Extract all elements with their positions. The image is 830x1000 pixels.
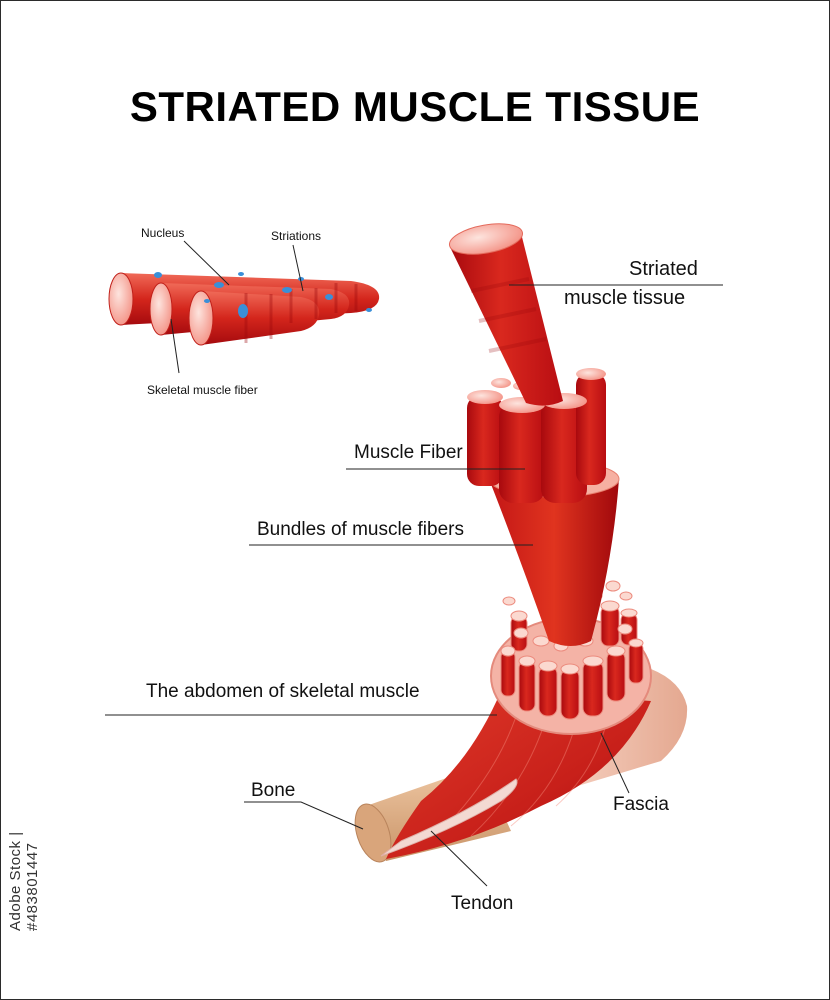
label-striated-line1: Striated bbox=[629, 258, 698, 280]
fascia-leader bbox=[600, 732, 630, 794]
striations-leader bbox=[292, 244, 304, 292]
label-nucleus: Nucleus bbox=[141, 226, 185, 240]
nuclei bbox=[154, 272, 372, 318]
fiber-middle-end bbox=[149, 282, 173, 336]
label-skeletal-fiber: Skeletal muscle fiber bbox=[147, 383, 258, 397]
fiber-col-2 bbox=[499, 403, 545, 503]
fiber-col-1 bbox=[467, 396, 503, 486]
label-striations: Striations bbox=[271, 229, 322, 243]
label-abdomen: The abdomen of skeletal muscle bbox=[146, 681, 420, 702]
skeletal-fiber-illustration bbox=[108, 240, 380, 374]
fiber-back-end bbox=[108, 272, 134, 326]
page-title: STRIATED MUSCLE TISSUE bbox=[129, 83, 701, 130]
label-bone: Bone bbox=[251, 780, 296, 801]
tendon bbox=[380, 778, 518, 857]
fiber-top-end bbox=[448, 223, 524, 255]
fiber-front bbox=[201, 291, 320, 345]
label-fascia: Fascia bbox=[613, 794, 669, 815]
fiber-col-4 bbox=[576, 373, 606, 485]
fiber-col-3 bbox=[541, 399, 587, 503]
label-tendon: Tendon bbox=[451, 893, 514, 914]
bundle-cone bbox=[489, 479, 619, 646]
label-muscle-fiber: Muscle Fiber bbox=[354, 442, 463, 463]
muscle-fiber-bundle bbox=[467, 368, 606, 503]
stock-watermark: Adobe Stock | #483801447 bbox=[7, 831, 41, 931]
bone-leader bbox=[244, 801, 364, 830]
nucleus-leader bbox=[183, 240, 230, 286]
bone-end bbox=[354, 803, 392, 863]
skeletal-fiber-leader bbox=[170, 318, 180, 374]
muscle-belly bbox=[380, 580, 652, 859]
fiber-col-1-end bbox=[467, 390, 503, 404]
label-leaders bbox=[105, 284, 723, 887]
striation-bands bbox=[244, 283, 358, 343]
fiber-front-end bbox=[188, 290, 214, 346]
label-bundles: Bundles of muscle fibers bbox=[257, 519, 464, 540]
fiber-col-4-end bbox=[576, 368, 606, 380]
fiber-body bbox=[450, 230, 563, 406]
label-striated-line2: muscle tissue bbox=[564, 287, 686, 309]
striated-fiber bbox=[448, 223, 563, 406]
tendon-leader bbox=[430, 830, 488, 887]
